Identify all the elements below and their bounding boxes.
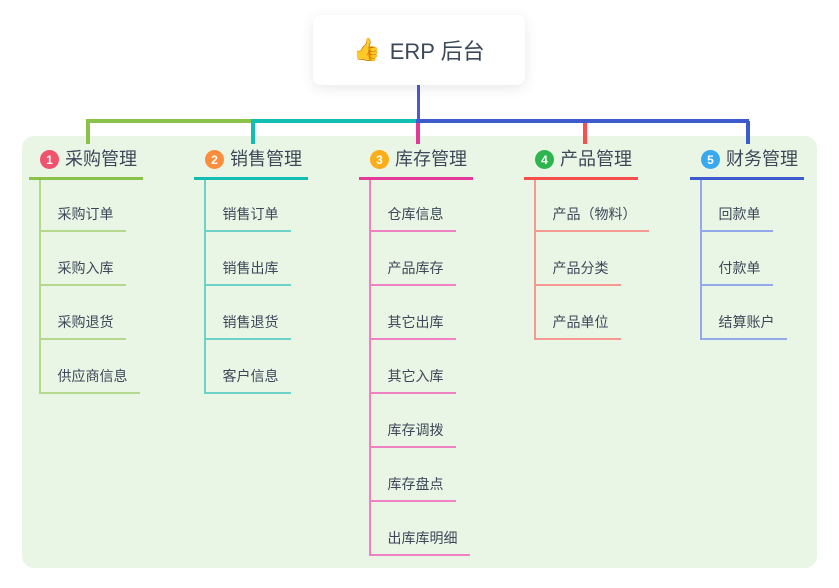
branch-title-label: 采购管理 (65, 149, 137, 169)
connector-root-stem (416, 85, 420, 121)
child-row: 产品库存 (370, 232, 474, 286)
child-node[interactable]: 产品单位 (535, 314, 621, 340)
child-node[interactable]: 产品（物料） (535, 206, 649, 232)
child-row: 产品（物料） (535, 180, 649, 232)
branch-column: 1 采购管理 采购订单 采购入库 采购退货 供应商信息 (29, 145, 143, 394)
branch-title-node[interactable]: 1 采购管理 (29, 145, 143, 180)
branch-children: 销售订单 销售出库 销售退货 客户信息 (203, 180, 309, 394)
branch-title-node[interactable]: 3 库存管理 (359, 145, 473, 180)
branch-column: 2 销售管理 销售订单 销售出库 销售退货 客户信息 (194, 145, 308, 394)
branch-children: 回款单 付款单 结算账户 (699, 180, 805, 340)
branch-title-node[interactable]: 4 产品管理 (524, 145, 638, 180)
branch-title-label: 库存管理 (395, 149, 467, 169)
branch-column: 5 财务管理 回款单 付款单 结算账户 (690, 145, 804, 340)
child-node[interactable]: 产品分类 (535, 260, 621, 286)
child-node[interactable]: 采购退货 (40, 314, 126, 340)
branch-number-badge: 4 (535, 150, 554, 169)
branch-column: 3 库存管理 仓库信息 产品库存 其它出库 其它入库 库存调拨 库存盘点 出库库… (359, 145, 473, 556)
child-node[interactable]: 其它出库 (370, 314, 456, 340)
child-row: 其它出库 (370, 286, 474, 340)
child-node[interactable]: 销售出库 (205, 260, 291, 286)
child-node[interactable]: 库存盘点 (370, 476, 456, 502)
connector-bus-segment (416, 119, 749, 123)
child-node[interactable]: 销售退货 (205, 314, 291, 340)
child-row: 仓库信息 (370, 180, 474, 232)
child-row: 产品分类 (535, 232, 649, 286)
child-row: 采购入库 (40, 232, 144, 286)
branch-title-node[interactable]: 2 销售管理 (194, 145, 308, 180)
child-node[interactable]: 客户信息 (205, 368, 291, 394)
connector-drop (86, 121, 90, 144)
child-row: 出库库明细 (370, 502, 474, 556)
root-node-erp[interactable]: 👍 ERP 后台 (313, 15, 525, 85)
child-node[interactable]: 采购入库 (40, 260, 126, 286)
child-row: 采购退货 (40, 286, 144, 340)
child-node[interactable]: 仓库信息 (370, 206, 456, 232)
branch-children: 仓库信息 产品库存 其它出库 其它入库 库存调拨 库存盘点 出库库明细 (368, 180, 474, 556)
connector-bus-segment (86, 119, 255, 123)
child-row: 供应商信息 (40, 340, 144, 394)
child-node[interactable]: 销售订单 (205, 206, 291, 232)
branch-children: 采购订单 采购入库 采购退货 供应商信息 (38, 180, 144, 394)
child-node[interactable]: 结算账户 (701, 314, 787, 340)
branch-number-badge: 5 (701, 150, 720, 169)
child-row: 销售订单 (205, 180, 309, 232)
branch-column: 4 产品管理 产品（物料） 产品分类 产品单位 (524, 145, 649, 340)
branch-title-label: 财务管理 (726, 149, 798, 169)
branch-title-node[interactable]: 5 财务管理 (690, 145, 804, 180)
child-row: 客户信息 (205, 340, 309, 394)
branch-number-badge: 1 (40, 150, 59, 169)
branch-number-badge: 2 (205, 150, 224, 169)
child-node[interactable]: 回款单 (701, 206, 773, 232)
child-row: 库存盘点 (370, 448, 474, 502)
connector-drop (746, 121, 750, 144)
child-row: 其它入库 (370, 340, 474, 394)
child-node[interactable]: 库存调拨 (370, 422, 456, 448)
connector-drop (416, 121, 420, 144)
branch-children: 产品（物料） 产品分类 产品单位 (533, 180, 649, 340)
connector-drop (583, 121, 587, 144)
child-node[interactable]: 供应商信息 (40, 368, 140, 394)
child-node[interactable]: 其它入库 (370, 368, 456, 394)
child-node[interactable]: 出库库明细 (370, 530, 470, 556)
child-row: 采购订单 (40, 180, 144, 232)
child-node[interactable]: 产品库存 (370, 260, 456, 286)
child-row: 销售退货 (205, 286, 309, 340)
branch-title-label: 销售管理 (230, 149, 302, 169)
child-node[interactable]: 采购订单 (40, 206, 126, 232)
child-row: 回款单 (701, 180, 805, 232)
child-row: 结算账户 (701, 286, 805, 340)
child-row: 销售出库 (205, 232, 309, 286)
branches-background-panel (22, 136, 817, 568)
child-row: 产品单位 (535, 286, 649, 340)
root-node-label: ERP 后台 (389, 39, 485, 64)
child-node[interactable]: 付款单 (701, 260, 773, 286)
branch-title-label: 产品管理 (560, 149, 632, 169)
child-row: 付款单 (701, 232, 805, 286)
connector-bus-segment (251, 119, 418, 123)
child-row: 库存调拨 (370, 394, 474, 448)
thumbs-up-icon: 👍 (353, 37, 381, 62)
connector-drop (251, 121, 255, 144)
branch-number-badge: 3 (370, 150, 389, 169)
